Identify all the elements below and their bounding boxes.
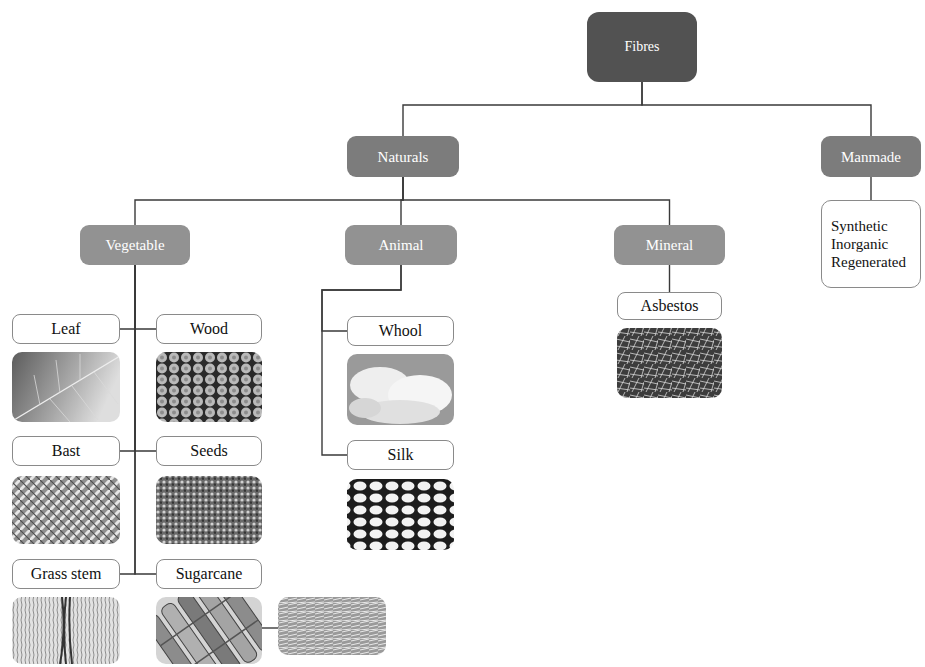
connector-line	[120, 265, 135, 451]
connector-line	[120, 265, 135, 574]
connector-line	[642, 82, 871, 136]
node-label: Naturals	[378, 148, 429, 166]
group-box: Vegetable	[80, 225, 190, 265]
node-label: Seeds	[190, 441, 227, 460]
fibre-box: Bast	[12, 436, 120, 466]
sugarcane-photo	[156, 597, 262, 664]
group-box: Mineral	[614, 225, 725, 265]
connector-line	[322, 265, 401, 455]
connector-line	[135, 265, 156, 574]
node-label: Sugarcane	[176, 564, 243, 583]
node-label: Fibres	[625, 39, 660, 56]
fibre-box: Wood	[156, 314, 262, 344]
node-label: Grass stem	[31, 564, 102, 583]
silk-cocoon-photo	[347, 479, 454, 550]
connector-line	[403, 82, 642, 136]
seeds-photo	[156, 476, 262, 544]
wool-tuft	[349, 398, 381, 418]
wool-ground	[347, 354, 454, 425]
fibre-box: Seeds	[156, 436, 262, 466]
bagasse-photo	[278, 597, 386, 655]
fibre-box: Asbestos	[617, 292, 722, 320]
bast-weave	[12, 476, 120, 544]
leaf-ground	[12, 352, 120, 422]
node-label: Leaf	[51, 319, 80, 338]
connector-line	[870, 177, 871, 200]
seed-pile	[156, 476, 262, 544]
group-box: Animal	[345, 225, 457, 265]
connector-line	[403, 177, 670, 225]
grass-stem	[60, 597, 72, 664]
connector-line	[135, 265, 156, 329]
connector-line	[669, 265, 670, 292]
list-box: SyntheticInorganicRegenerated	[821, 200, 921, 288]
node-label: Wood	[190, 319, 228, 338]
fibre-box: Whool	[347, 316, 454, 346]
wood-photo	[156, 352, 262, 422]
asbestos-photo	[617, 328, 722, 398]
cocoon-pile	[347, 479, 454, 550]
bast-photo	[12, 476, 120, 544]
photo-link-line	[262, 627, 278, 628]
node-label: Synthetic	[831, 217, 888, 235]
root-box: Fibres	[587, 12, 697, 82]
node-label: Animal	[379, 236, 424, 254]
leaf-veins	[34, 354, 118, 422]
category-box: Manmade	[821, 136, 921, 177]
category-box: Naturals	[347, 136, 459, 177]
connector-line	[135, 265, 156, 451]
node-label: Bast	[52, 441, 80, 460]
grass-fibres	[12, 597, 120, 664]
node-label: Silk	[388, 445, 414, 464]
wool-photo	[347, 354, 454, 425]
fibre-box: Silk	[347, 440, 454, 470]
sugarcane-node-band	[160, 597, 258, 664]
node-label: Manmade	[841, 148, 901, 166]
node-label: Asbestos	[641, 296, 699, 315]
log-pile	[156, 352, 262, 422]
node-label: Mineral	[646, 236, 693, 254]
leaf-midrib	[14, 356, 120, 420]
asbestos-fibres	[617, 328, 722, 398]
fibre-box: Grass stem	[12, 559, 120, 589]
node-label: Whool	[379, 321, 423, 340]
sugarcane-stalk	[209, 597, 262, 653]
grass-photo	[12, 597, 120, 664]
node-label: Inorganic	[831, 235, 888, 253]
leaf-photo	[12, 352, 120, 422]
node-label: Regenerated	[831, 253, 906, 271]
node-label: Vegetable	[105, 236, 164, 254]
sugarcane-stalks	[156, 597, 262, 664]
connector-line	[120, 265, 135, 329]
fibre-box: Sugarcane	[156, 559, 262, 589]
fibre-box: Leaf	[12, 314, 120, 344]
connector-line	[135, 177, 403, 225]
bagasse-fibres	[278, 597, 386, 655]
